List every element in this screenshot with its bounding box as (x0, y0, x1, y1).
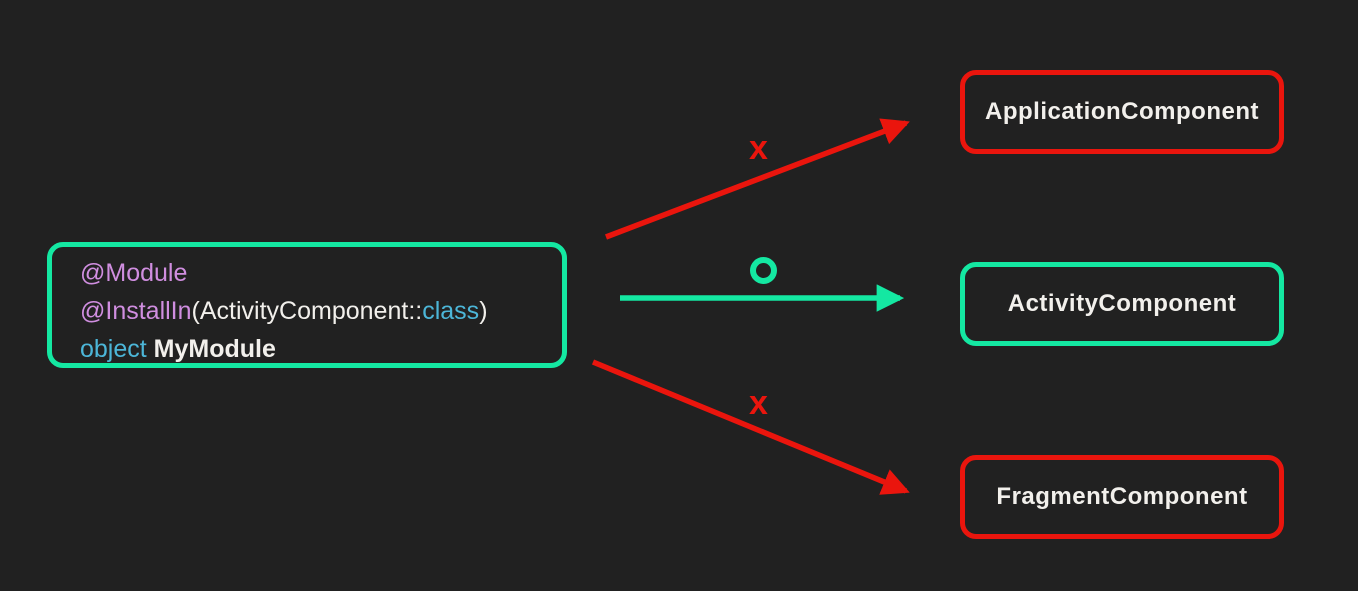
activity-component-box: ActivityComponent (960, 262, 1284, 346)
allowed-circle-icon (750, 257, 777, 284)
component-type: ActivityComponent (199, 297, 409, 325)
double-colon: :: (408, 297, 423, 325)
module-code-box: @Module @InstallIn(ActivityComponent::cl… (47, 242, 567, 368)
application-component-box: ApplicationComponent (960, 70, 1284, 154)
fragment-component-box: FragmentComponent (960, 455, 1284, 539)
application-component-label: ApplicationComponent (985, 98, 1259, 125)
annotation-installin: @InstallIn (80, 297, 192, 325)
fragment-component-label: FragmentComponent (996, 483, 1248, 510)
denied-x-mark-fragment: x (749, 384, 768, 422)
code-line-object-declaration: object MyModule (80, 330, 562, 368)
annotation-module: @Module (80, 259, 188, 287)
class-keyword: class (422, 297, 480, 325)
module-name: MyModule (153, 335, 276, 363)
activity-component-label: ActivityComponent (1007, 290, 1237, 317)
paren-close: ) (479, 297, 488, 325)
arrow-to-fragment-component (591, 359, 910, 495)
code-line-module-annotation: @Module (80, 254, 562, 292)
object-keyword: object (80, 335, 154, 363)
denied-x-mark-application: x (749, 129, 768, 167)
paren-open: ( (191, 297, 200, 325)
code-line-installin-annotation: @InstallIn(ActivityComponent::class) (80, 292, 562, 330)
